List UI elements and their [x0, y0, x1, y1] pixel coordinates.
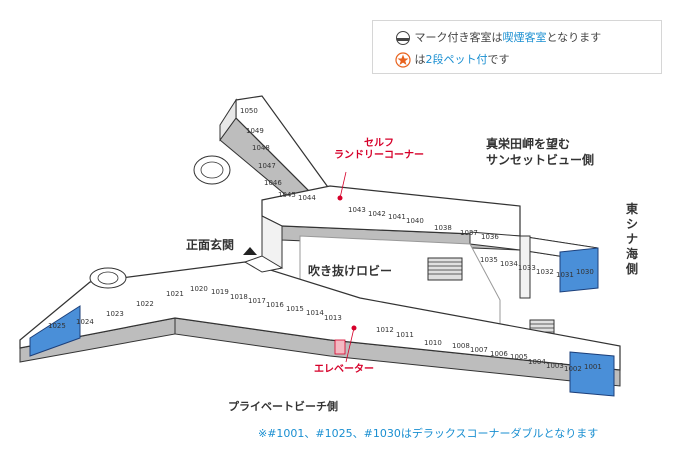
laundry-line1: セルフ — [364, 138, 394, 149]
room-label: 1049 — [246, 127, 264, 135]
room-label: 1008 — [452, 342, 470, 350]
laundry-label: セルフ ランドリーコーナー — [334, 138, 424, 162]
entrance-marker-icon — [243, 247, 257, 255]
spiral-terrace-lower — [89, 267, 127, 289]
room-label: 1022 — [136, 300, 154, 308]
deluxe-room-1025 — [29, 305, 81, 357]
room-label: 1046 — [264, 179, 282, 187]
room-label: 1011 — [396, 331, 414, 339]
laundry-line2: ランドリーコーナー — [334, 150, 424, 161]
room-label: 1003 — [546, 362, 564, 370]
room-label: 1031 — [556, 271, 574, 279]
main-entrance-label: 正面玄関 — [186, 238, 235, 252]
room-label: 1042 — [368, 210, 386, 218]
room-label: 1001 — [584, 363, 602, 371]
room-label: 1023 — [106, 310, 124, 318]
legend-smoking-suffix: となります — [546, 31, 602, 44]
sunset-view-label: 真栄田岬を望む サンセットビュー側 — [486, 136, 594, 168]
room-label: 1035 — [480, 256, 498, 264]
room-label: 1007 — [470, 346, 488, 354]
room-label: 1019 — [211, 288, 229, 296]
room-label: 1040 — [406, 217, 424, 225]
room-label: 1032 — [536, 268, 554, 276]
atrium-lobby-label: 吹き抜けロビー — [308, 264, 393, 278]
deluxe-room-note: ※#1001、#1025、#1030はデラックスコーナーダブルとなります — [258, 427, 599, 440]
room-label: 1024 — [76, 318, 94, 326]
room-label: 1006 — [490, 350, 508, 358]
room-label: 1038 — [434, 224, 452, 232]
room-label: 1012 — [376, 326, 394, 334]
smoking-icon — [396, 31, 410, 45]
room-label: 1030 — [576, 268, 594, 276]
sunset-view-line2: サンセットビュー側 — [486, 153, 595, 167]
room-label: 1017 — [248, 297, 266, 305]
room-label: 1021 — [166, 290, 184, 298]
legend-smoking-highlight: 喫煙客室 — [502, 31, 547, 44]
legend-smoking-prefix: マーク付き客室は — [414, 31, 503, 44]
room-label: 1047 — [258, 162, 276, 170]
star-icon — [395, 52, 411, 68]
room-label: 1025 — [48, 322, 66, 330]
legend-pet-prefix: は — [414, 53, 426, 66]
room-label: 1034 — [500, 260, 518, 268]
elevator-icon — [334, 339, 346, 355]
room-label: 1015 — [286, 305, 304, 313]
room-label: 1016 — [266, 301, 284, 309]
room-label: 1041 — [388, 213, 406, 221]
room-label: 1033 — [518, 264, 536, 272]
room-label: 1037 — [460, 229, 478, 237]
legend-pet-highlight: 2段ペット付 — [425, 53, 488, 66]
room-label: 1020 — [190, 285, 208, 293]
sunset-view-line1: 真栄田岬を望む — [486, 137, 571, 151]
deluxe-room-1030 — [559, 247, 599, 293]
spiral-terrace-left — [193, 155, 231, 185]
room-label: 1045 — [278, 191, 296, 199]
room-label: 1050 — [240, 107, 258, 115]
room-label: 1036 — [481, 233, 499, 241]
lower-corridor — [19, 261, 621, 371]
private-beach-label: プライベートビーチ側 — [228, 400, 338, 413]
room-label: 1002 — [564, 365, 582, 373]
room-label: 1004 — [528, 358, 546, 366]
room-label: 1010 — [424, 339, 442, 347]
east-china-sea-label: 東シナ海側 — [626, 202, 639, 276]
room-label: 1018 — [230, 293, 248, 301]
room-label: 1044 — [298, 194, 316, 202]
room-label: 1043 — [348, 206, 366, 214]
legend: マーク付き客室は喫煙客室となります は2段ペット付です — [372, 20, 662, 74]
room-label: 1014 — [306, 309, 324, 317]
legend-pet: は2段ペット付です — [395, 51, 510, 68]
deluxe-room-1001 — [569, 351, 615, 397]
room-label: 1048 — [252, 144, 270, 152]
room-numbers: 1050 1049 1048 1047 1046 1045 1044 1043 … — [48, 107, 602, 373]
legend-smoking: マーク付き客室は喫煙客室となります — [395, 29, 601, 45]
room-label: 1005 — [510, 353, 528, 361]
room-label: 1013 — [324, 314, 342, 322]
elevator-label: エレベーター — [314, 364, 374, 375]
legend-pet-suffix: です — [487, 53, 510, 66]
